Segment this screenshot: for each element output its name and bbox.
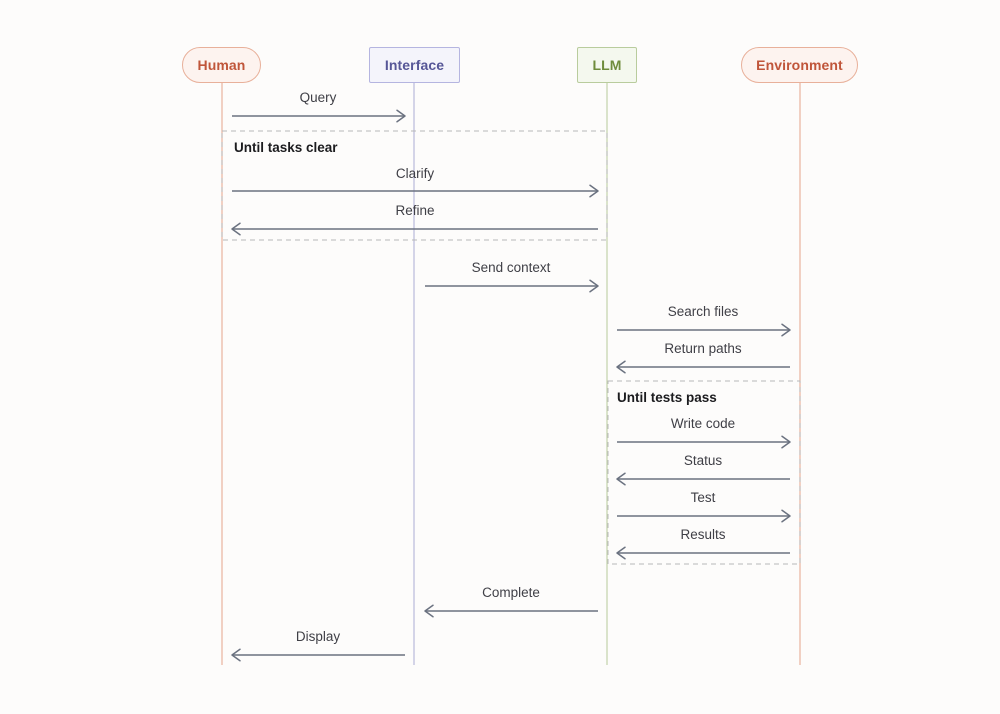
arrow-head-msg-search-files xyxy=(781,323,791,337)
arrow-head-msg-display xyxy=(231,648,241,662)
message-label-msg-display: Display xyxy=(295,629,341,644)
loop-title-loop-tests-pass: Until tests pass xyxy=(617,390,717,405)
message-label-msg-query: Query xyxy=(299,90,337,105)
participant-interface[interactable]: Interface xyxy=(369,47,460,83)
arrow-head-msg-write-code xyxy=(781,435,791,449)
loop-title-loop-tasks-clear: Until tasks clear xyxy=(234,140,338,155)
message-label-msg-write-code: Write code xyxy=(670,416,736,431)
participant-label: Interface xyxy=(384,57,445,73)
arrow-head-msg-clarify xyxy=(589,184,599,198)
loop-frame-loop-tests-pass xyxy=(607,380,801,565)
lifelines-group xyxy=(221,83,801,665)
loop-frames-group xyxy=(221,130,801,565)
arrow-head-msg-refine xyxy=(231,222,241,236)
participant-label: Human xyxy=(197,57,246,73)
participant-llm[interactable]: LLM xyxy=(577,47,637,83)
message-label-msg-results: Results xyxy=(680,527,726,542)
message-label-msg-return-paths: Return paths xyxy=(664,341,742,356)
message-label-msg-complete: Complete xyxy=(482,585,540,600)
arrow-head-msg-results xyxy=(616,546,626,560)
participant-label: LLM xyxy=(592,57,622,73)
message-label-msg-send-context: Send context xyxy=(471,260,551,275)
message-label-msg-search-files: Search files xyxy=(667,304,739,319)
participant-environment[interactable]: Environment xyxy=(741,47,858,83)
participant-human[interactable]: Human xyxy=(182,47,261,83)
arrow-head-msg-return-paths xyxy=(616,360,626,374)
message-label-msg-refine: Refine xyxy=(395,203,435,218)
message-label-msg-status: Status xyxy=(683,453,723,468)
arrow-head-msg-status xyxy=(616,472,626,486)
message-arrows-group xyxy=(231,109,791,662)
participant-label: Environment xyxy=(756,57,843,73)
message-label-msg-clarify: Clarify xyxy=(395,166,435,181)
arrow-head-msg-send-context xyxy=(589,279,599,293)
arrow-head-msg-test xyxy=(781,509,791,523)
loop-frame-loop-tasks-clear xyxy=(221,130,608,241)
arrow-head-msg-complete xyxy=(424,604,434,618)
message-label-msg-test: Test xyxy=(690,490,716,505)
arrow-head-msg-query xyxy=(396,109,406,123)
